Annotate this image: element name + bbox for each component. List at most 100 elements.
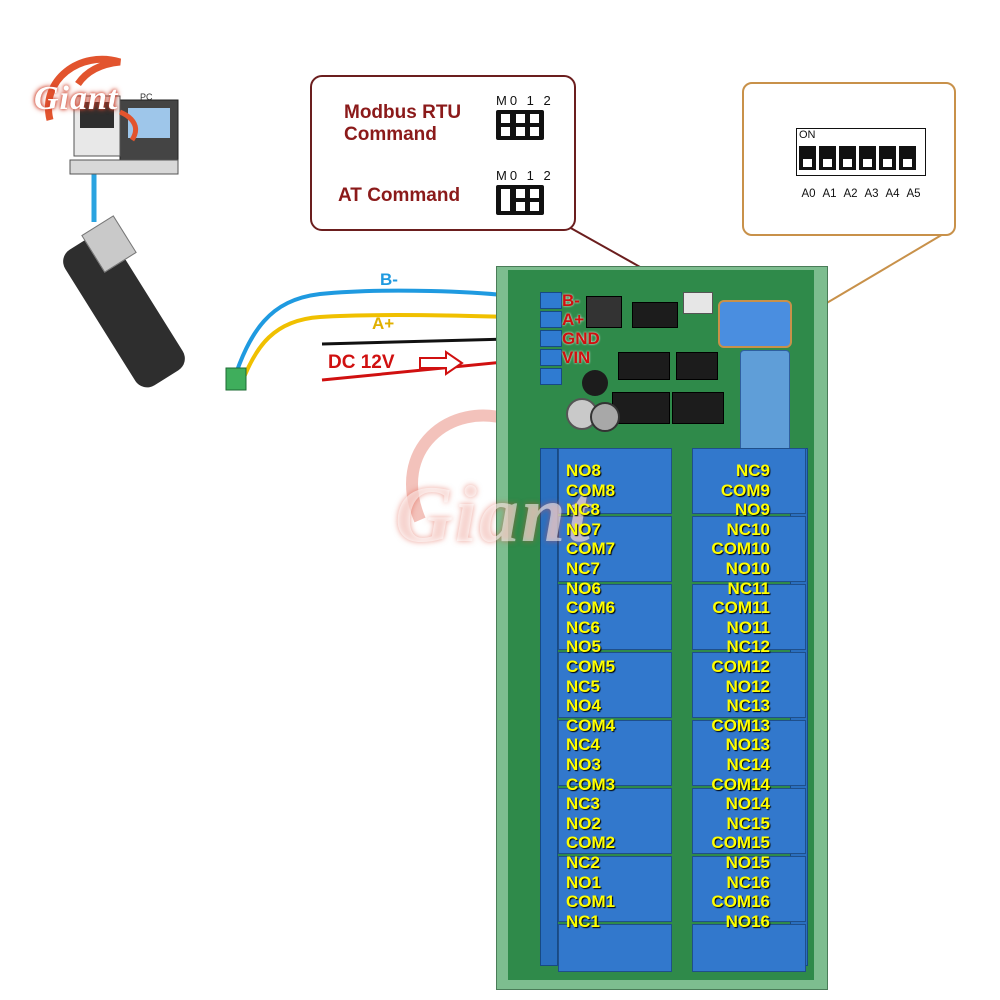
terminal-label: NC6 [566,617,601,637]
terminal-label: NC9 [735,461,770,480]
terminal-label: NC16 [726,872,770,892]
terminal-label: NC15 [726,813,770,833]
dip-label-a2: A2 [843,188,858,200]
dip-switch-row [799,146,916,170]
brand-logo-text: Giant [34,80,119,117]
terminal-label: NO4 [566,696,601,716]
terminal-label: NO8 [566,461,601,480]
terminal-label: NC2 [566,853,601,872]
relay-6 [558,584,672,650]
terminal-label: COM5 [566,657,616,676]
relay-2 [558,856,672,922]
terminal-label: NC11 [727,578,770,598]
terminal-label: COM2 [566,833,616,853]
terminal-a-plus [540,311,562,328]
at-mode-label: AT Command [338,185,461,206]
dip-address-labels: A0 A1 A2 A3 A4 A5 [800,188,922,200]
capacitor-2 [590,402,620,432]
terminal-label: NO10 [725,559,770,578]
dc-power-label: DC 12V [328,352,395,373]
terminal-label: COM8 [566,480,616,500]
relay-4 [558,720,672,786]
terminal-label: COM9 [720,480,770,500]
mcu-chip [632,302,678,328]
status-led-array [740,350,790,452]
terminal-label: NO6 [566,578,601,598]
dip-switch-a2 [839,146,856,170]
relay-8 [558,448,672,514]
terminal-label: NO5 [566,637,601,657]
jumper-header-label-2: M0 1 2 [496,168,554,183]
driver-chip-1 [612,392,670,424]
relay-1 [558,924,672,972]
dip-switch-frame [796,128,926,176]
dip-switch-a1 [819,146,836,170]
terminal-label: NC3 [566,794,601,814]
terminal-b-minus [540,292,562,309]
terminal-label: NO3 [566,755,601,774]
dip-switch-a0 [799,146,816,170]
terminal-label: NO15 [725,853,770,872]
driver-chip-2 [672,392,724,424]
jumper-header-label-1: M0 1 2 [496,93,554,108]
voltage-regulator [586,296,622,328]
modbus-mode-label: Modbus RTU Command [344,102,461,146]
dip-label-a1: A1 [822,188,837,200]
dip-label-a3: A3 [864,188,879,200]
jumper-modbus-icon [496,110,544,140]
relay-11 [692,584,806,650]
terminal-label: COM6 [566,598,616,618]
terminal-label: NO7 [566,519,601,539]
power-label-gnd: GND [562,329,600,348]
power-label-b-minus: B- [562,291,580,310]
power-label-vin: VIN [562,348,591,367]
dip-switch-a3 [859,146,876,170]
modbus-mode-line1: Modbus RTU [344,102,462,123]
dip-label-a5: A5 [906,188,921,200]
ic-chip-2 [676,352,718,380]
terminal-label: NO9 [735,500,770,520]
terminal-label: NO11 [726,617,770,637]
dip-on-label: ON [799,129,816,141]
terminal-label: NO2 [566,813,601,833]
address-dip-switch [718,300,792,348]
terminal-label: NC13 [726,696,770,716]
mode-jumper-pins [683,292,713,314]
relay-9 [692,448,806,514]
pc-label: PC [140,92,153,102]
terminal-label: NC7 [566,559,601,578]
terminal-label: COM1 [566,892,616,912]
jumper-at-icon [496,185,544,215]
terminal-gnd [540,330,562,347]
relay-10 [692,516,806,582]
terminal-label: NC8 [566,500,601,520]
terminal-label: COM7 [566,539,616,559]
power-label-a-plus: A+ [562,310,585,329]
terminal-label: COM3 [566,774,616,794]
modbus-mode-line2: Command [344,124,437,145]
terminal-vin [540,349,562,366]
terminal-label: NC10 [726,519,770,539]
terminal-label: NO16 [725,911,770,931]
a-plus-wire-label: A+ [372,314,395,333]
relay-3 [558,788,672,854]
terminal-label: COM11 [712,598,770,618]
relay-16 [692,924,806,972]
b-minus-wire-label: B- [380,270,398,289]
terminal-label: COM14 [711,774,770,794]
terminal-label: NC4 [566,735,601,755]
dip-switch-a5 [899,146,916,170]
terminal-label: COM16 [711,892,770,912]
terminal-label: NO13 [725,735,770,755]
relay-12 [692,652,806,718]
relay-7 [558,516,672,582]
terminal-label: NC14 [726,755,770,774]
terminal-label: NC1 [566,911,601,931]
inductor [582,370,608,396]
terminal-label: NO12 [725,676,770,696]
relay-15 [692,856,806,922]
ic-chip-1 [618,352,670,380]
dip-switch-a4 [879,146,896,170]
relay-5 [558,652,672,718]
